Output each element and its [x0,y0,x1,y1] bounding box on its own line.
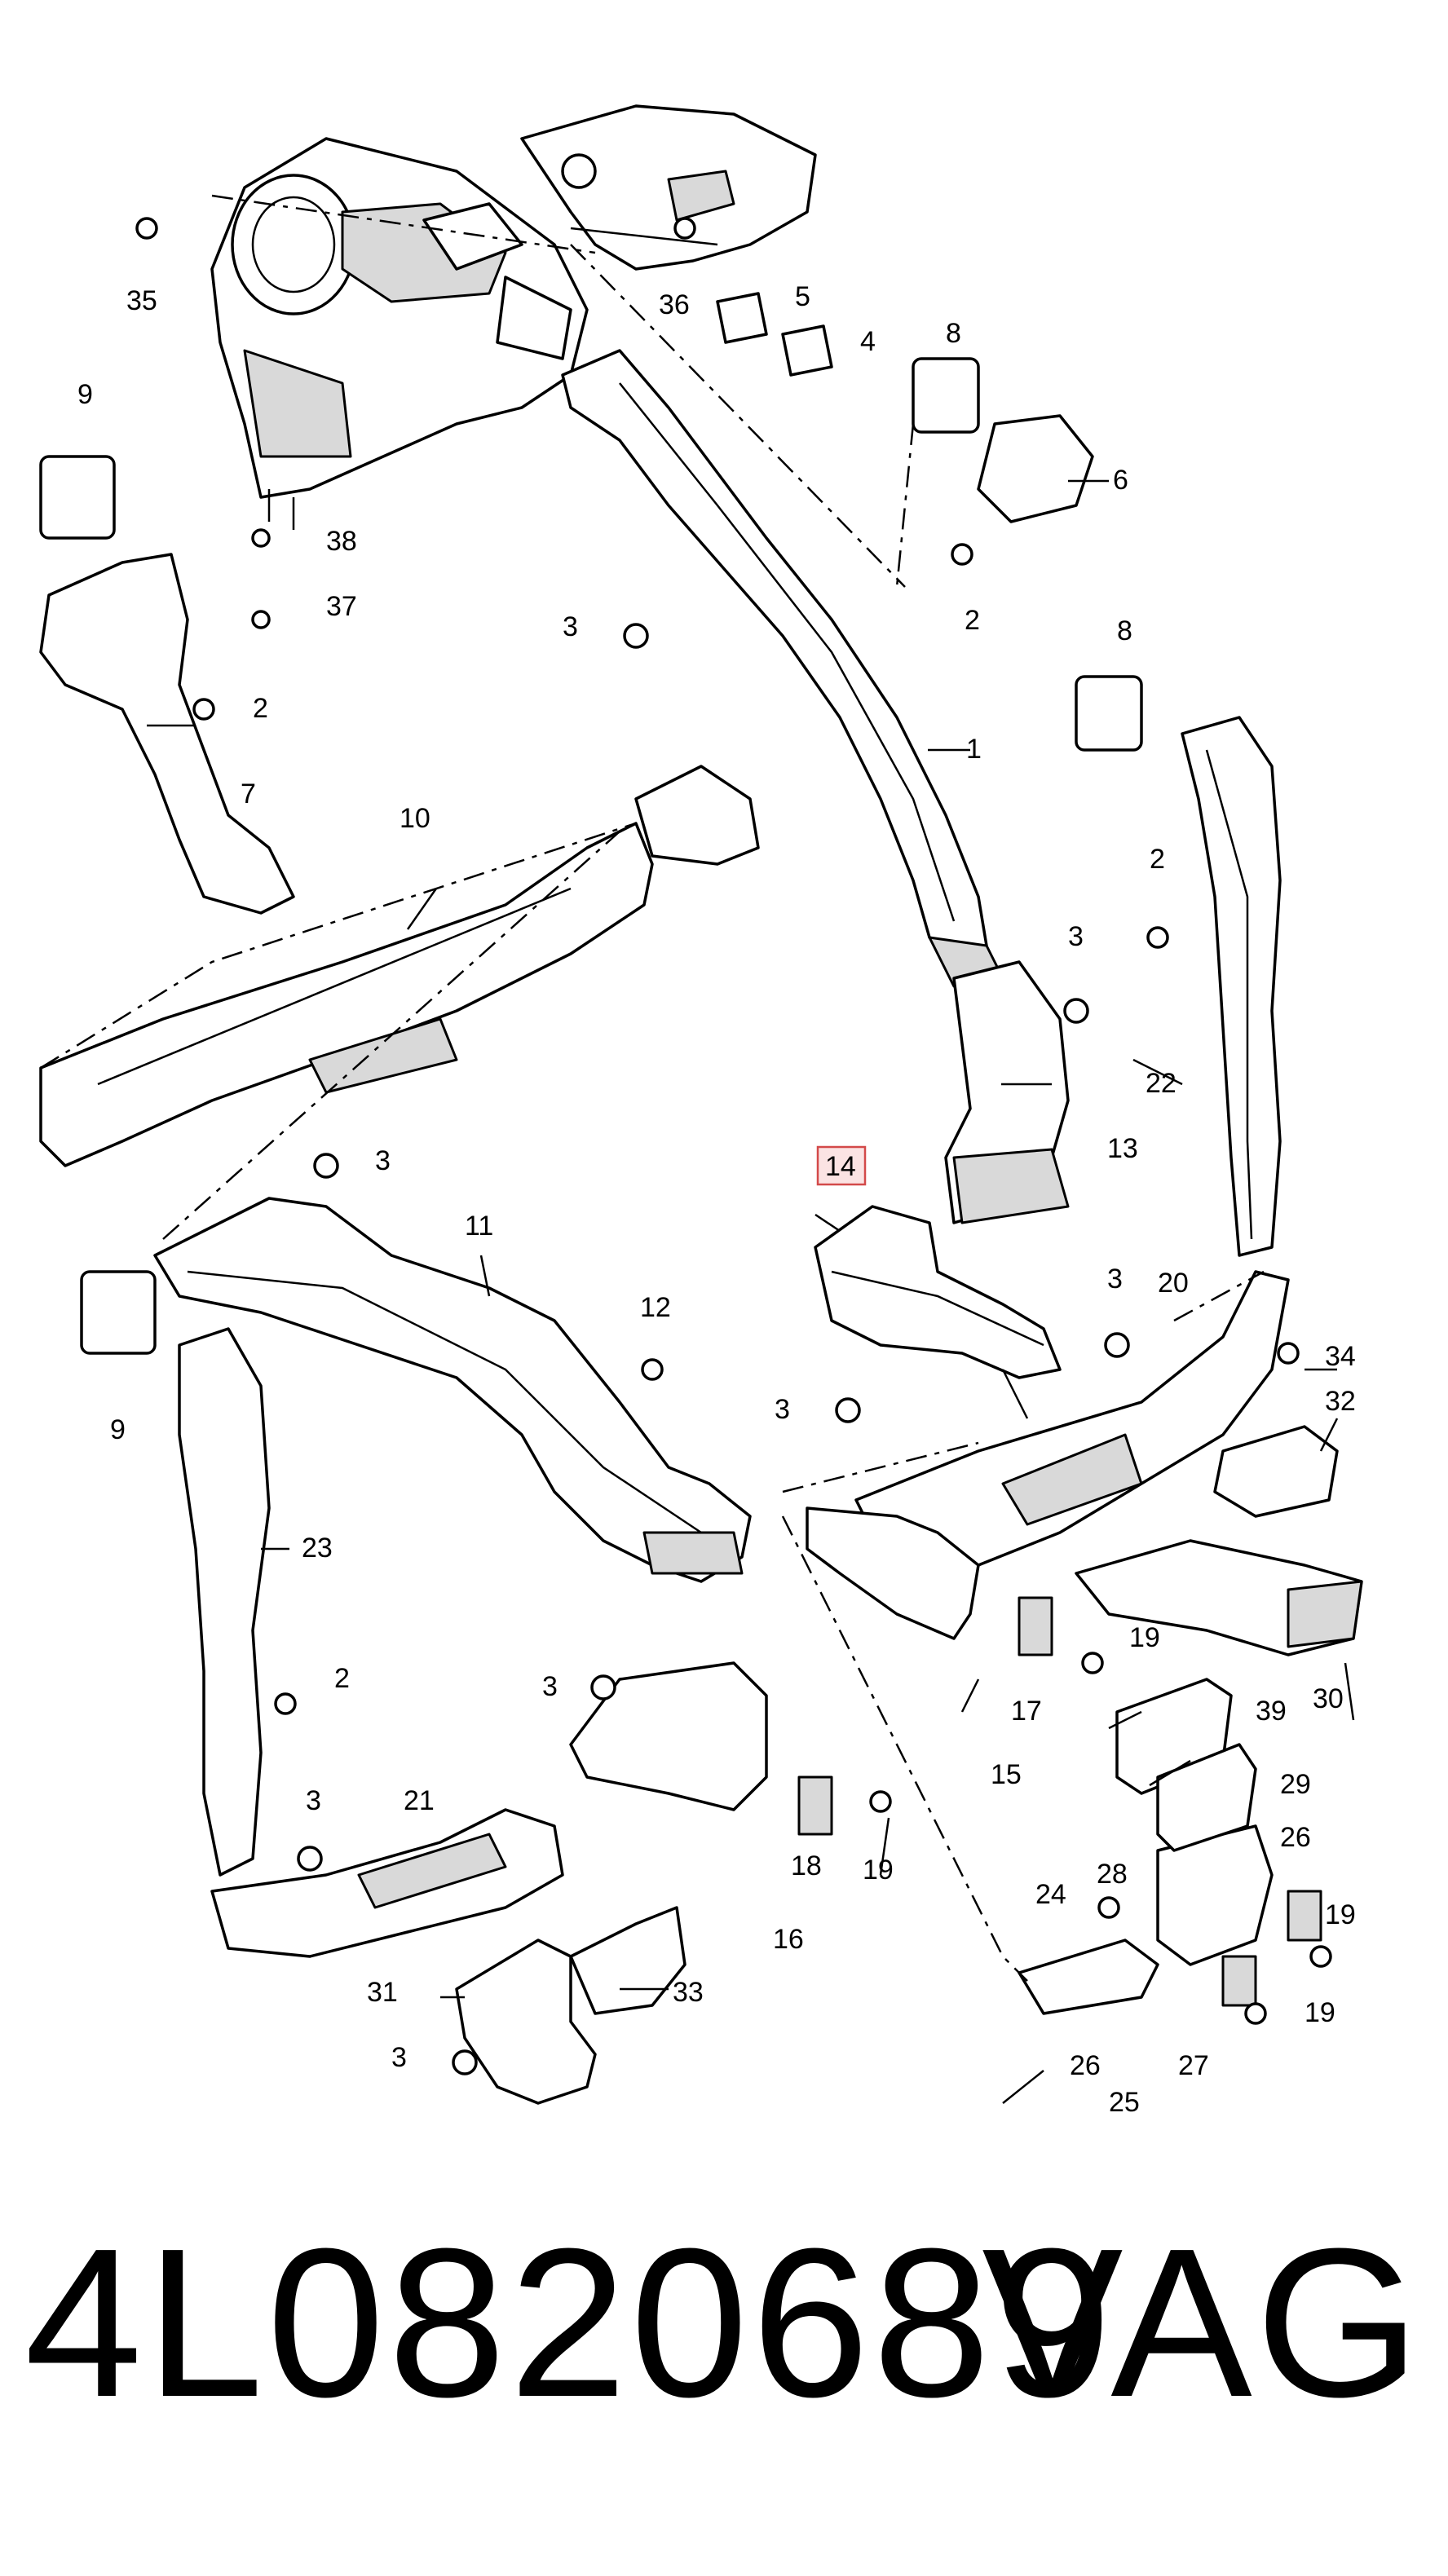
callout-26: 26 [1070,2050,1101,2081]
part-number-text: 4L0820689 [24,2205,1115,2441]
part-6 [977,414,1094,523]
callout-30: 30 [1313,1683,1344,1714]
callout-3: 3 [542,1671,558,1702]
grille-29 [1156,1743,1257,1852]
callout-10: 10 [400,803,430,834]
duct-10 [39,765,760,1167]
callout-2: 2 [1150,844,1165,875]
connector-4-5 [716,292,833,377]
duct-30 [1075,1539,1363,1656]
duct-14 [814,1205,1062,1379]
callout-11: 11 [465,1211,493,1242]
callout-3: 3 [563,611,578,642]
callout-3: 3 [1107,1264,1123,1295]
duct-11 [153,1197,752,1583]
callout-19: 19 [1325,1899,1356,1930]
dash-panel-drawing [520,104,817,271]
callout-3: 3 [375,1145,391,1176]
callout-35: 35 [126,285,157,316]
callout-28: 28 [1097,1859,1128,1890]
callout-21: 21 [404,1785,435,1816]
callout-27: 27 [1178,2050,1209,2081]
callout-3: 3 [391,2042,407,2073]
callout-32: 32 [1325,1386,1356,1417]
duct-23 [178,1327,271,1877]
callout-19: 19 [863,1855,894,1886]
duct-33 [569,1906,686,2015]
callout-4: 4 [860,326,876,357]
parts-diagram: 1 2 2 2 2 3 3 3 3 3 3 3 3 4 5 6 7 8 8 9 … [39,104,1363,2118]
callout-24: 24 [1035,1879,1066,1910]
callout-13: 13 [1107,1133,1138,1164]
callout-labels: 1 2 2 2 2 3 3 3 3 3 3 3 3 4 5 6 7 8 8 9 … [77,281,1356,2118]
clip-9 [39,455,157,1355]
callout-3: 3 [306,1785,321,1816]
callout-16: 16 [773,1924,804,1955]
callout-17: 17 [1011,1696,1042,1727]
callout-6: 6 [1113,465,1128,496]
callout-8: 8 [946,318,961,349]
duct-7 [39,553,295,915]
callout-34: 34 [1325,1341,1356,1372]
leader-lines [147,479,1355,2104]
callout-20: 20 [1158,1268,1189,1299]
callout-2: 2 [253,693,268,724]
vent-15 [806,1506,1053,1656]
callout-2: 2 [965,605,980,636]
callout-15: 15 [991,1759,1022,1790]
callout-26: 26 [1280,1822,1311,1853]
callout-12: 12 [640,1292,671,1323]
brand-text: VAG [982,2205,1424,2441]
callout-19: 19 [1305,1997,1335,2028]
assembly-lines [40,194,1265,1982]
callout-3: 3 [775,1394,790,1425]
callout-33: 33 [673,1977,704,2008]
callout-39: 39 [1256,1696,1287,1727]
callout-18: 18 [791,1850,822,1881]
vent-25 [1018,1824,1322,2015]
vent-16 [569,1661,833,1836]
duct-13 [944,960,1070,1224]
callout-23: 23 [302,1533,333,1564]
callout-2: 2 [334,1663,350,1694]
heater-unit-drawing [210,137,589,530]
callout-19: 19 [1129,1622,1160,1653]
callout-29: 29 [1280,1769,1311,1800]
callout-5: 5 [795,281,810,312]
callout-38: 38 [326,526,357,557]
callout-36: 36 [659,289,690,320]
callout-25: 25 [1109,2087,1140,2118]
callout-31: 31 [367,1977,398,2008]
callout-22: 22 [1146,1068,1176,1099]
duct-31 [455,1939,597,2105]
callout-7: 7 [241,779,256,809]
duct-22 [1181,716,1282,1257]
clip-8 [912,357,1143,752]
callout-9: 9 [110,1414,126,1445]
callout-37: 37 [326,591,357,622]
callout-8: 8 [1117,615,1132,646]
highlight-box [816,1145,867,1186]
callout-14: 14 [825,1151,856,1182]
fasteners [135,217,1332,2075]
duct-32 [1213,1425,1339,1518]
callout-9: 9 [77,379,93,410]
callout-1: 1 [966,734,982,765]
callout-3: 3 [1068,921,1084,952]
duct-21 [210,1808,564,1958]
